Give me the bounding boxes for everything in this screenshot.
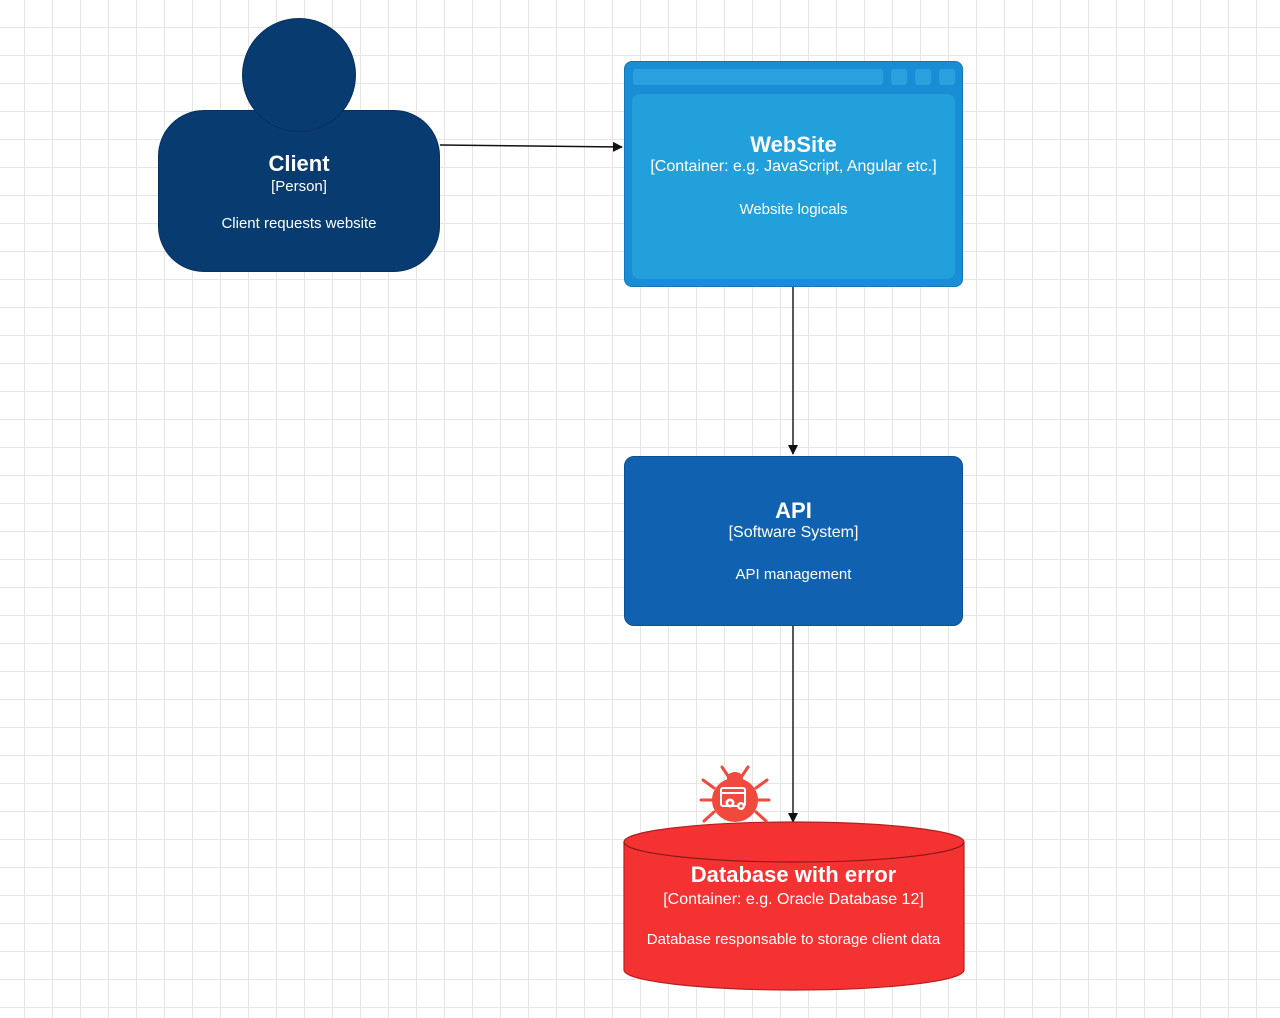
client-title: Client [268, 151, 330, 176]
api-type: [Software System] [728, 524, 859, 541]
browser-button [915, 69, 931, 85]
client-description: Client requests website [221, 215, 377, 232]
database-label: Database with error [Container: e.g. Ora… [624, 862, 963, 948]
api-description: API management [735, 566, 852, 583]
edge-client-to-website[interactable] [439, 141, 623, 152]
website-title: WebSite [750, 132, 837, 157]
client-head-shape[interactable] [242, 18, 356, 132]
browser-button [939, 69, 955, 85]
database-node[interactable] [622, 820, 966, 996]
bug-icon [699, 765, 771, 823]
website-type: [Container: e.g. JavaScript, Angular etc… [650, 158, 937, 175]
website-node[interactable]: WebSite [Container: e.g. JavaScript, Ang… [624, 61, 963, 287]
client-node[interactable]: Client [Person] Client requests website [158, 110, 440, 272]
database-description: Database responsable to storage client d… [646, 931, 941, 948]
database-type: [Container: e.g. Oracle Database 12] [663, 891, 924, 908]
website-description: Website logicals [739, 201, 848, 218]
database-title: Database with error [690, 862, 897, 887]
browser-button [891, 69, 907, 85]
website-body: WebSite [Container: e.g. JavaScript, Ang… [632, 94, 955, 279]
api-node[interactable]: API [Software System] API management [624, 456, 963, 626]
api-title: API [775, 498, 812, 523]
browser-address-bar [633, 69, 883, 85]
client-type: [Person] [271, 178, 327, 195]
